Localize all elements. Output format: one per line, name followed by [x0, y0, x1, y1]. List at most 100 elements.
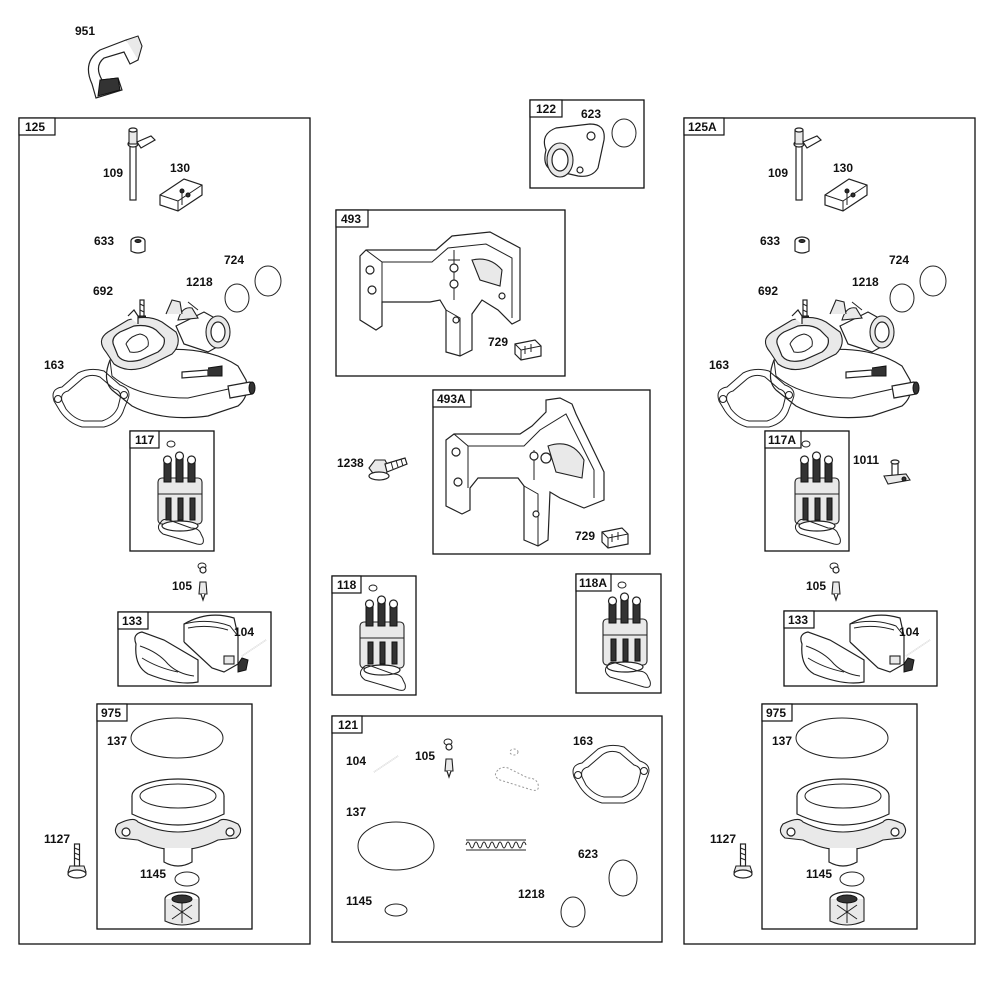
label-163-kit: 163	[573, 734, 593, 748]
label-122: 122	[536, 102, 556, 116]
part-1218-right-gasket	[889, 283, 915, 313]
tag-117	[129, 430, 160, 449]
part-122-adapter	[543, 123, 605, 178]
label-623-kit: 623	[578, 847, 598, 861]
part-1145-kit	[384, 903, 408, 917]
part-623-kit	[608, 859, 638, 897]
tag-125a	[683, 117, 725, 136]
part-carburetor-right	[764, 299, 920, 419]
label-125a: 125A	[688, 120, 717, 134]
part-118-oring	[368, 584, 378, 592]
tag-133-right	[783, 610, 815, 629]
part-133-left	[134, 614, 249, 684]
part-724-left	[254, 265, 282, 297]
label-1011: 1011	[853, 453, 879, 467]
label-163-right: 163	[709, 358, 729, 372]
box-118a	[575, 573, 662, 694]
tag-122	[529, 99, 563, 118]
label-137-kit: 137	[346, 805, 366, 819]
label-1218-right: 1218	[852, 275, 879, 289]
label-975-right: 975	[766, 706, 786, 720]
part-105-left	[198, 566, 208, 601]
part-633-left	[130, 236, 146, 254]
label-104-kit: 104	[346, 754, 366, 768]
part-104-kit	[373, 755, 399, 773]
part-121-outline-gaskets	[494, 748, 539, 791]
label-105-left: 105	[172, 579, 192, 593]
tag-493a	[432, 389, 472, 408]
box-121	[331, 715, 663, 943]
label-623-top: 623	[581, 107, 601, 121]
part-bowl-nut-left	[164, 891, 200, 926]
part-1145-left	[174, 871, 200, 887]
part-105-right	[831, 566, 841, 601]
label-137-right: 137	[772, 734, 792, 748]
label-1218-left: 1218	[186, 275, 213, 289]
label-692-right: 692	[758, 284, 778, 298]
part-104-left	[241, 639, 267, 657]
label-633-left: 633	[94, 234, 114, 248]
part-137-right	[795, 717, 889, 759]
box-493a	[432, 389, 651, 555]
part-951-lever	[87, 35, 143, 99]
part-137-kit	[357, 821, 435, 871]
label-133-left: 133	[122, 614, 142, 628]
box-122	[529, 99, 645, 189]
part-130-right	[824, 178, 868, 212]
label-118a: 118A	[579, 576, 607, 590]
tag-125	[18, 117, 56, 136]
tag-118a	[575, 573, 612, 592]
label-117a: 117A	[768, 433, 796, 447]
label-130-right: 130	[833, 161, 853, 175]
part-fuel-bowl-left	[114, 778, 242, 867]
part-121-spring	[465, 839, 527, 851]
part-633-right	[794, 236, 810, 254]
label-109-left: 109	[103, 166, 123, 180]
part-1011	[883, 459, 911, 485]
label-163-left: 163	[44, 358, 64, 372]
label-105-kit: 105	[415, 749, 435, 763]
label-633-right: 633	[760, 234, 780, 248]
part-1238	[368, 457, 408, 481]
label-121: 121	[338, 718, 358, 732]
part-729-bottom	[601, 527, 629, 549]
box-133-left	[117, 611, 272, 687]
label-724-left: 724	[224, 253, 244, 267]
label-1145-right: 1145	[806, 867, 832, 881]
part-bowl-nut-right	[829, 891, 865, 926]
part-118-primer	[359, 595, 405, 676]
tag-975-left	[96, 703, 128, 722]
tag-117a	[764, 430, 802, 449]
tag-493	[335, 209, 369, 228]
tag-121	[331, 715, 363, 734]
part-1145-right	[839, 871, 865, 887]
part-109-right	[793, 127, 822, 201]
label-104-right: 104	[899, 625, 919, 639]
label-729-bottom: 729	[575, 529, 595, 543]
label-951: 951	[75, 24, 95, 38]
part-163-kit	[572, 744, 650, 804]
label-724-right: 724	[889, 253, 909, 267]
box-117	[129, 430, 215, 552]
part-1127-right	[733, 843, 753, 879]
label-729-top: 729	[488, 335, 508, 349]
part-117-oring	[166, 440, 176, 448]
label-493: 493	[341, 212, 361, 226]
label-105-right: 105	[806, 579, 826, 593]
part-133-right	[800, 614, 915, 684]
part-118a-oring	[617, 581, 627, 589]
label-130-left: 130	[170, 161, 190, 175]
part-1127-left	[67, 843, 87, 879]
label-1127-right: 1127	[710, 832, 736, 846]
label-1218-kit: 1218	[518, 887, 545, 901]
label-104-left: 104	[234, 625, 254, 639]
box-975-right	[761, 703, 918, 930]
label-1127-left: 1127	[44, 832, 70, 846]
part-493a-bracket	[445, 397, 605, 547]
part-1218-left-gasket	[224, 283, 250, 313]
label-109-right: 109	[768, 166, 788, 180]
label-118: 118	[337, 578, 357, 592]
label-692-left: 692	[93, 284, 113, 298]
tag-118	[331, 575, 362, 594]
box-117a	[764, 430, 850, 552]
